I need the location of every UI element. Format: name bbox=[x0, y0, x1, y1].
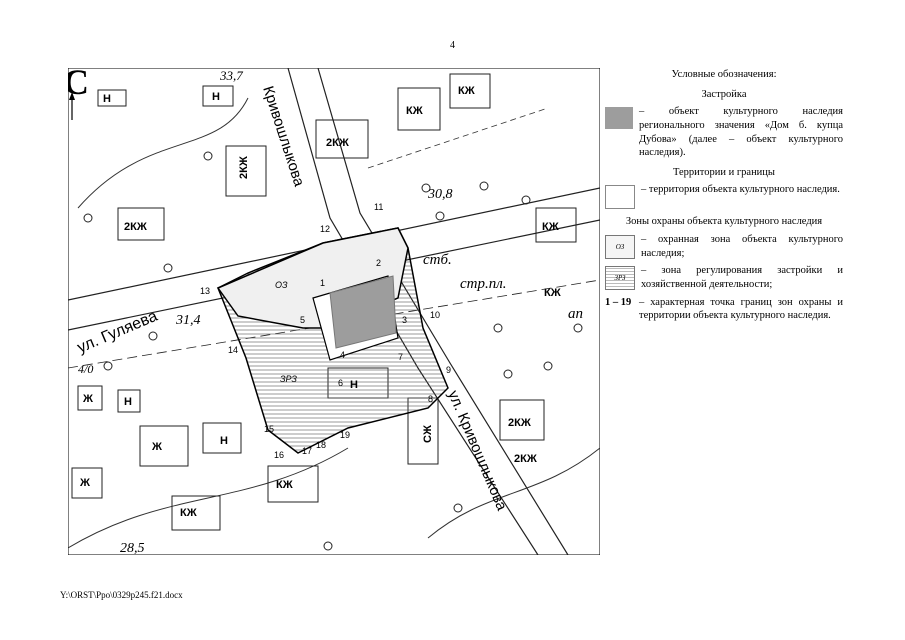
building bbox=[171, 495, 221, 531]
building-label: 2КЖ bbox=[238, 156, 250, 179]
elevation-label: 31,4 bbox=[175, 313, 201, 328]
point-label: 2 bbox=[376, 258, 381, 268]
oz-swatch: ОЗ bbox=[605, 235, 635, 260]
point-label: 5 bbox=[300, 315, 305, 325]
point-label: 8 bbox=[428, 394, 433, 404]
building bbox=[139, 425, 189, 467]
footer-path: Y:\ORST\Ppo\0329p245.f21.docx bbox=[60, 590, 183, 600]
point-label: 17 bbox=[302, 446, 312, 456]
zrz-description: – зона регулирования застройки и хозяйст… bbox=[641, 265, 843, 291]
lot-number: 4/0 bbox=[78, 362, 93, 376]
zrz-swatch: ЗРЗ bbox=[605, 266, 635, 291]
building-label: 2КЖ bbox=[514, 453, 537, 465]
point-label: 7 bbox=[398, 352, 403, 362]
point-label: 13 bbox=[200, 286, 210, 296]
legend: Условные обозначения: Застройка – объект… bbox=[605, 68, 843, 323]
legend-buildings-title: Застройка bbox=[701, 88, 747, 100]
point-label: 14 bbox=[228, 345, 238, 355]
building bbox=[202, 85, 234, 107]
points-range: 1 – 19 bbox=[605, 296, 632, 308]
building-label: Н bbox=[220, 435, 228, 447]
legend-territory-row: – территория объекта культурного наследи… bbox=[605, 183, 843, 210]
trees bbox=[83, 151, 583, 551]
oz-zone-label: ОЗ bbox=[275, 280, 288, 290]
legend-territories-title: Территории и границы bbox=[673, 166, 775, 178]
zrz-zone-label: ЗРЗ bbox=[280, 374, 297, 384]
building bbox=[97, 89, 127, 107]
building bbox=[77, 385, 103, 411]
contour-line bbox=[427, 447, 600, 539]
legend-zrz-row: ЗРЗ – зона регулирования застройки и хоз… bbox=[605, 264, 843, 291]
building bbox=[117, 207, 165, 241]
building-label: КЖ bbox=[458, 85, 475, 97]
building-label: КЖ bbox=[406, 105, 423, 117]
north-arrow-head bbox=[69, 92, 75, 100]
building bbox=[535, 207, 577, 243]
building-label: КЖ bbox=[276, 479, 293, 491]
legend-title: Условные обозначения: bbox=[671, 69, 777, 80]
elevation-label: 30,8 bbox=[427, 187, 453, 202]
point-label: 16 bbox=[274, 450, 284, 460]
building-label: 2КЖ bbox=[124, 221, 147, 233]
building-label: 2КЖ bbox=[508, 417, 531, 429]
point-label: 4 bbox=[340, 350, 345, 360]
contour-line bbox=[77, 97, 249, 209]
map-text-label: ап bbox=[568, 306, 583, 322]
contour-line bbox=[68, 447, 349, 549]
building-label: СЖ bbox=[422, 425, 434, 443]
building bbox=[315, 119, 369, 159]
north-letter: С bbox=[68, 68, 89, 102]
building-label: Н bbox=[124, 396, 132, 408]
map-text-label: стр.пл. bbox=[460, 276, 507, 292]
building-label: Н bbox=[350, 379, 358, 391]
building bbox=[202, 422, 242, 454]
point-label: 6 bbox=[338, 378, 343, 388]
point-label: 3 bbox=[402, 315, 407, 325]
legend-zones-title: Зоны охраны объекта культурного наследия bbox=[625, 216, 823, 228]
object-description: – объект культурного наследия региональн… bbox=[639, 106, 843, 159]
legend-oz-row: ОЗ – охранная зона объекта культурного н… bbox=[605, 233, 843, 260]
elevation-label: 33,7 bbox=[219, 68, 243, 83]
contour-line bbox=[367, 107, 549, 169]
point-label: 15 bbox=[264, 424, 274, 434]
building-label: Ж bbox=[151, 441, 162, 453]
oz-description: – охранная зона объекта культурного насл… bbox=[641, 234, 843, 259]
point-label: 9 bbox=[446, 365, 451, 375]
territory-swatch bbox=[605, 185, 635, 210]
building-label: Н bbox=[212, 91, 220, 103]
point-label: 10 bbox=[430, 310, 440, 320]
point-label: 19 bbox=[340, 430, 350, 440]
building bbox=[71, 467, 103, 499]
cultural-heritage-object bbox=[329, 275, 397, 349]
building-label: КЖ bbox=[180, 507, 197, 519]
building-label: Ж bbox=[82, 393, 93, 405]
legend-object-row: – объект культурного наследия региональн… bbox=[605, 105, 843, 160]
point-label: 12 bbox=[320, 224, 330, 234]
elevation-label: 28,5 bbox=[120, 541, 145, 555]
building-label: Ж bbox=[79, 477, 90, 489]
building bbox=[225, 145, 267, 197]
building-label: 2КЖ bbox=[326, 137, 349, 149]
page-number: 4 bbox=[450, 40, 455, 51]
territory-description: – территория объекта культурного наследи… bbox=[641, 184, 840, 196]
map: С ул. Гуляева Кривошлыкова ул. Кривошлык… bbox=[68, 68, 600, 555]
building-label: КЖ bbox=[544, 287, 561, 299]
point-label: 11 bbox=[374, 202, 383, 212]
object-swatch bbox=[605, 107, 633, 130]
building-label: КЖ bbox=[542, 221, 559, 233]
building bbox=[117, 389, 141, 413]
building bbox=[397, 87, 441, 131]
point-label: 1 bbox=[320, 278, 325, 288]
building bbox=[267, 465, 319, 503]
legend-points-row: 1 – 19 – характерная точка границ зон ох… bbox=[605, 296, 843, 323]
point-label: 18 bbox=[316, 440, 326, 450]
building-label: Н bbox=[103, 93, 111, 105]
building bbox=[449, 73, 491, 109]
points-description: – характерная точка границ зон охраны и … bbox=[639, 296, 843, 322]
map-text-label: стб. bbox=[423, 252, 452, 268]
building bbox=[499, 399, 545, 441]
